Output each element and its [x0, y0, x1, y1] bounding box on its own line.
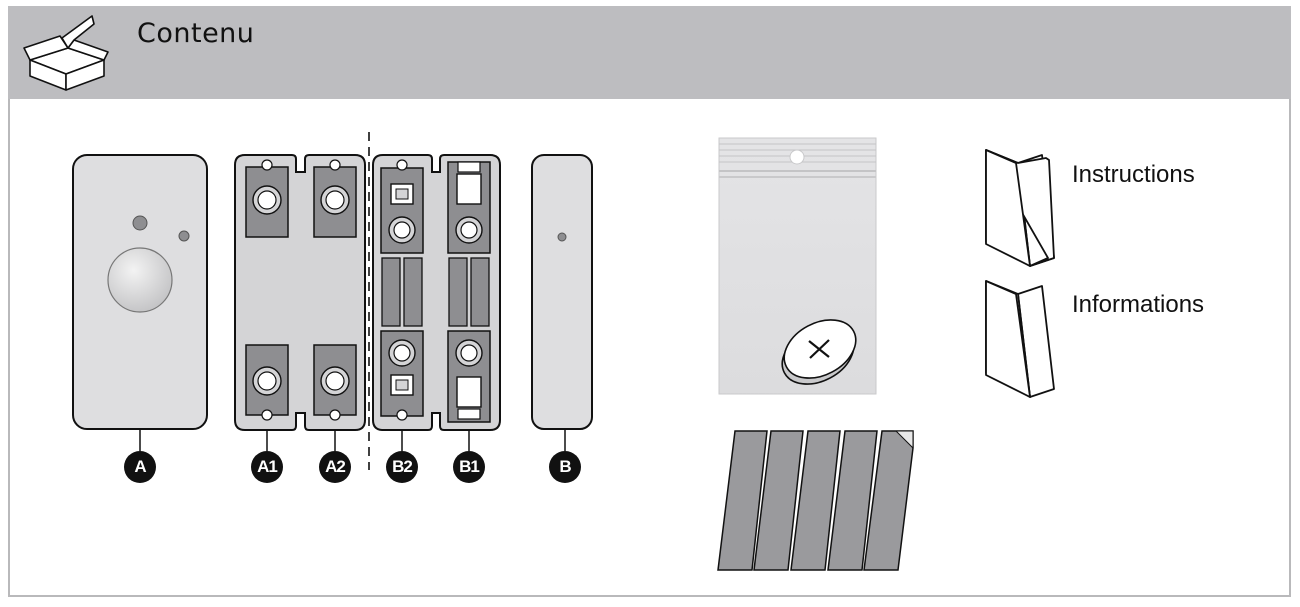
mounting-plate-b [372, 154, 501, 451]
part-label-a: A [124, 451, 156, 483]
part-label-b2: B2 [386, 451, 418, 483]
part-a-body [72, 154, 208, 451]
part-label-a2: A2 [319, 451, 351, 483]
part-label-a1: A1 [251, 451, 283, 483]
informations-label: Informations [1072, 291, 1205, 318]
battery-bag-icon [718, 137, 877, 395]
part-label-b: B [549, 451, 581, 483]
content-frame [8, 6, 1291, 597]
header-bar [8, 6, 1291, 99]
mounting-plate-a [234, 154, 366, 451]
instructions-label: Instructions [1072, 161, 1195, 188]
informations-leaflet-icon [985, 280, 1055, 398]
page-title: Contenu [137, 18, 255, 49]
part-b-magnet [531, 154, 593, 451]
adhesive-strips [717, 430, 914, 571]
instructions-leaflet-icon [985, 149, 1055, 267]
open-box-icon [23, 15, 109, 91]
part-label-b1: B1 [453, 451, 485, 483]
